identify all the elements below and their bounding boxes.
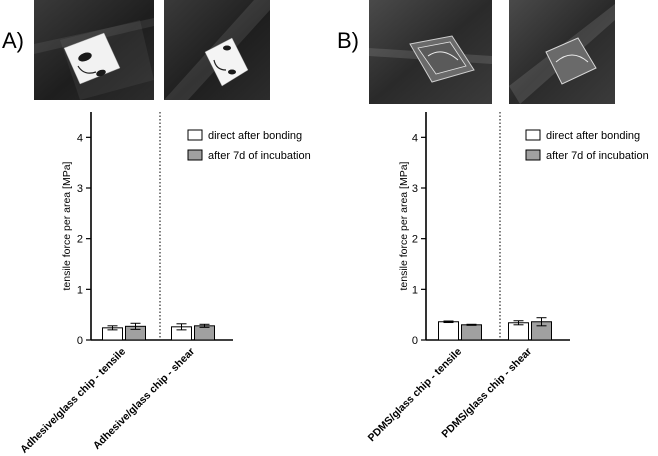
adhesive-glass-chip-photo xyxy=(34,0,154,100)
legend-label-incubation: after 7d of incubation xyxy=(208,150,311,162)
y-axis-label: tensile force per area [MPa] xyxy=(61,161,73,290)
panel-label-a: A) xyxy=(2,28,24,53)
y-tick-label: 0 xyxy=(412,335,418,347)
bar-direct xyxy=(438,321,459,341)
bar-incubation xyxy=(194,325,215,341)
legend-label-direct: direct after bonding xyxy=(546,130,640,142)
legend-swatch-direct xyxy=(525,129,541,141)
legend-label-direct: direct after bonding xyxy=(208,130,302,142)
legend-a: direct after bonding after 7d of incubat… xyxy=(187,129,311,162)
bar-direct xyxy=(508,322,529,341)
y-tick-label: 0 xyxy=(77,335,83,347)
pdms-glass-chip-photo xyxy=(369,0,492,104)
y-tick-label: 2 xyxy=(412,234,418,246)
panel-label-b: B) xyxy=(337,28,359,53)
legend-label-incubation: after 7d of incubation xyxy=(546,150,649,162)
adhesive-glass-chip-shear-photo xyxy=(164,0,270,100)
legend-swatch-incubation xyxy=(187,149,203,161)
y-tick-label: 4 xyxy=(77,132,83,144)
legend-swatch-incubation xyxy=(525,149,541,161)
y-tick-label: 1 xyxy=(412,284,418,296)
bar-incubation xyxy=(461,324,482,341)
y-tick-label: 3 xyxy=(412,183,418,195)
y-tick-label: 3 xyxy=(77,183,83,195)
legend-b: direct after bonding after 7d of incubat… xyxy=(525,129,649,162)
legend-swatch-direct xyxy=(187,129,203,141)
y-tick-label: 2 xyxy=(77,234,83,246)
y-axis-label: tensile force per area [MPa] xyxy=(398,161,410,290)
pdms-glass-chip-shear-photo xyxy=(509,0,615,104)
y-tick-label: 4 xyxy=(412,132,418,144)
y-tick-label: 1 xyxy=(77,284,83,296)
